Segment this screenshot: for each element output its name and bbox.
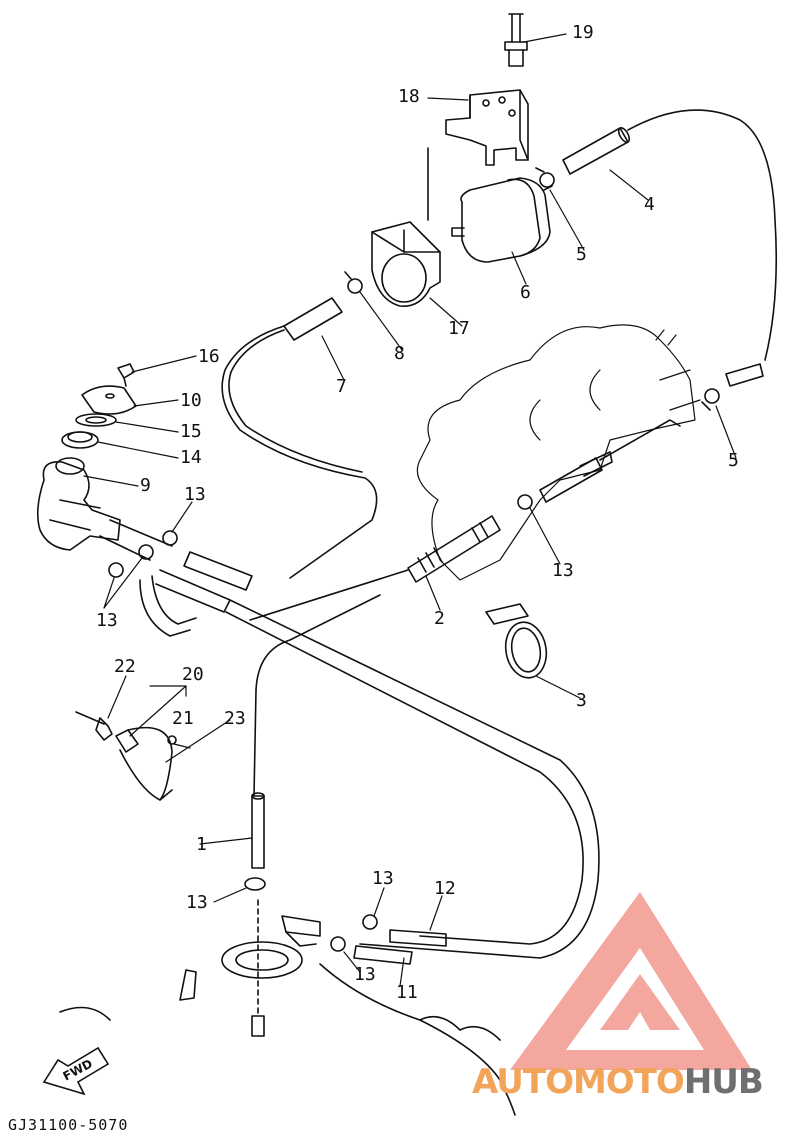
hose-11-long [225, 599, 600, 959]
bracket-18 [427, 89, 529, 221]
clamp-13-lower [244, 877, 266, 891]
label-8: 8 [394, 343, 405, 364]
knob-14 [61, 431, 99, 449]
label-3: 3 [576, 690, 587, 711]
knob-10 [81, 385, 137, 415]
label-13-bottom: 13 [354, 964, 376, 985]
engine-block [416, 324, 701, 581]
hose-12 [389, 929, 447, 947]
clamp-5-engine [701, 388, 720, 411]
label-15: 15 [180, 421, 202, 442]
label-2: 2 [434, 608, 445, 629]
holder-17 [371, 221, 441, 307]
diagram-code: GJ31100-5070 [8, 1116, 129, 1134]
label-5-top: 5 [576, 244, 587, 265]
fwd-arrow-icon [42, 1046, 110, 1096]
label-16: 16 [198, 346, 220, 367]
cock-9 [36, 457, 121, 551]
hose-11-short [353, 945, 413, 965]
label-7: 7 [336, 376, 347, 397]
label-10: 10 [180, 390, 202, 411]
label-23: 23 [224, 708, 246, 729]
label-13-engine: 13 [552, 560, 574, 581]
label-9: 9 [140, 475, 151, 496]
hose-4 [562, 126, 631, 175]
clamp-13-pump [108, 530, 178, 578]
fuel-joint [539, 419, 681, 503]
tie-assembly [75, 711, 177, 801]
label-1: 1 [196, 834, 207, 855]
label-5-engine: 5 [728, 450, 739, 471]
joint-2 [407, 515, 501, 583]
watermark-text: AUTOMOTOHUB [472, 1062, 764, 1102]
hose-7 [221, 297, 378, 579]
label-13-bottom-top: 13 [372, 868, 394, 889]
label-19: 19 [572, 22, 594, 43]
label-21: 21 [172, 708, 194, 729]
label-22: 22 [114, 656, 136, 677]
clamp-13-bottom [330, 914, 378, 952]
hose-1 [251, 594, 381, 869]
watermark-text-part1: AUTOMOTO [472, 1062, 685, 1102]
fuel-filter-6 [451, 177, 553, 263]
clamp-13-engine [517, 494, 533, 510]
clamp-5-top [535, 167, 555, 188]
leader-lines [83, 33, 737, 987]
label-6: 6 [520, 282, 531, 303]
label-17: 17 [448, 318, 470, 339]
label-18: 18 [398, 86, 420, 107]
label-12: 12 [434, 878, 456, 899]
clamp-8 [344, 271, 363, 294]
label-13-lower: 13 [186, 892, 208, 913]
pump-hoses [99, 519, 253, 637]
band-3 [485, 603, 548, 679]
label-4: 4 [644, 194, 655, 215]
watermark-text-part2: HUB [683, 1062, 764, 1102]
fuel-tank [59, 899, 516, 1116]
label-13-pump: 13 [96, 610, 118, 631]
label-14: 14 [180, 447, 202, 468]
label-20: 20 [182, 664, 204, 685]
hose-line [249, 569, 409, 621]
hose-4-long [627, 109, 778, 387]
label-11: 11 [396, 982, 418, 1003]
label-13-pump-top: 13 [184, 484, 206, 505]
washer-15 [75, 413, 117, 427]
automotohub-logo [510, 892, 752, 1070]
screw-16 [117, 363, 135, 387]
bolt-19 [504, 13, 528, 67]
